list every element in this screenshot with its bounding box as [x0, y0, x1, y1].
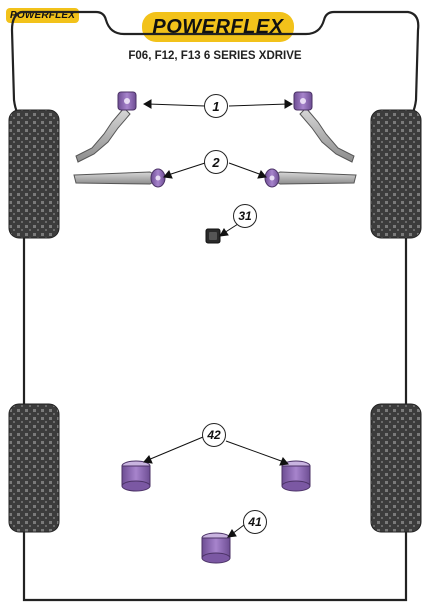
callout-42: 42 [202, 423, 226, 447]
callout-41: 41 [243, 510, 267, 534]
leader-lines [142, 99, 294, 538]
rear-left-tyre [8, 403, 60, 533]
bushing-1-left [117, 91, 137, 111]
main-brand-logo: POWERFLEX [142, 12, 294, 42]
bushing-42-left [121, 460, 151, 492]
callout-1: 1 [204, 94, 228, 118]
bushing-2-left [150, 168, 166, 188]
bushing-2-right [264, 168, 280, 188]
front-right-wishbone-arm [299, 107, 355, 163]
front-right-tyre [370, 109, 422, 239]
front-left-wishbone-arm [75, 107, 131, 163]
vehicle-model-title: F06, F12, F13 6 SERIES XDRIVE [128, 50, 302, 62]
front-right-control-arm [269, 171, 357, 185]
callout-2: 2 [204, 150, 228, 174]
bushing-41 [201, 532, 231, 564]
bushing-31 [205, 228, 221, 244]
chassis-outline [10, 10, 420, 602]
bushing-1-right [293, 91, 313, 111]
bushing-42-right [281, 460, 311, 492]
rear-right-tyre [370, 403, 422, 533]
callout-31: 31 [233, 204, 257, 228]
front-left-tyre [8, 109, 60, 239]
front-left-control-arm [73, 171, 161, 185]
